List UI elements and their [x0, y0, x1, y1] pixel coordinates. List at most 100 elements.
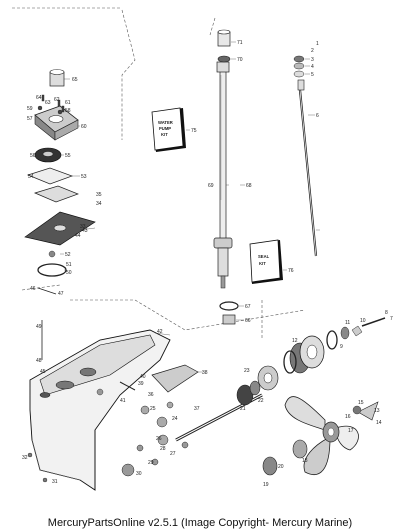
- base-oring[interactable]: [37, 250, 67, 277]
- callout-18: 18: [302, 458, 308, 464]
- callout-15: 15: [358, 400, 364, 406]
- callout-28: 28: [160, 446, 166, 452]
- oil-seal-70[interactable]: [217, 55, 231, 63]
- callout-26: 26: [156, 436, 162, 442]
- callout-37: 37: [194, 406, 200, 412]
- callout-3: 3: [311, 57, 314, 63]
- callout-46: 46: [30, 286, 36, 292]
- reverse-gear[interactable]: [257, 365, 279, 391]
- callout-11: 11: [345, 320, 350, 326]
- water-pump-base[interactable]: [24, 211, 96, 246]
- callout-1: 1: [316, 41, 319, 47]
- callout-19: 19: [263, 482, 269, 488]
- tab-washer-nut[interactable]: [340, 317, 386, 340]
- bearing-carrier[interactable]: [289, 335, 325, 374]
- carrier-oring[interactable]: [283, 330, 338, 374]
- callout-29: 29: [148, 460, 154, 466]
- pump-screws[interactable]: [37, 94, 65, 115]
- callout-50: 50: [66, 270, 72, 276]
- callout-63: 63: [45, 100, 51, 106]
- face-plate-gasket[interactable]: [26, 167, 79, 203]
- gear-housing[interactable]: [29, 329, 171, 491]
- callout-23: 23: [244, 368, 250, 374]
- callout-4: 4: [311, 64, 314, 70]
- callout-39: 39: [138, 381, 144, 387]
- water-pump-kit-label-2: PUMP: [159, 126, 171, 131]
- callout-61: 61: [65, 100, 71, 106]
- callout-71: 71: [237, 40, 243, 46]
- water-tube[interactable]: [96, 381, 136, 396]
- driveshaft-bushing[interactable]: [217, 29, 231, 47]
- callout-60: 60: [81, 124, 87, 130]
- callout-44: 44: [75, 233, 81, 239]
- callout-24: 24: [172, 416, 178, 422]
- callout-64: 64: [36, 95, 42, 101]
- callout-57: 57: [27, 116, 33, 122]
- callout-10: 10: [360, 318, 366, 324]
- callout-2: 2: [311, 48, 314, 54]
- callout-25: 25: [150, 406, 156, 412]
- callout-65: 65: [72, 77, 78, 83]
- seal-kit-box[interactable]: SEAL KIT: [249, 239, 283, 284]
- prop-thrust-hub[interactable]: [262, 439, 308, 476]
- seal-kit-label-2: KIT: [259, 261, 266, 266]
- callout-48: 48: [36, 358, 42, 364]
- callout-32: 32: [22, 455, 28, 461]
- callout-14: 14: [376, 420, 382, 426]
- water-pump-kit-label-3: KIT: [161, 132, 168, 137]
- callout-68: 68: [246, 183, 252, 189]
- shift-cam-parts[interactable]: [140, 401, 174, 446]
- callout-27: 27: [170, 451, 176, 457]
- callout-17: 17: [348, 428, 354, 434]
- callout-58: 58: [65, 108, 71, 114]
- callout-22: 22: [258, 398, 264, 404]
- callout-16: 16: [345, 414, 351, 420]
- propeller[interactable]: [284, 396, 359, 475]
- callout-38: 38: [202, 370, 208, 376]
- callout-20: 20: [278, 464, 284, 470]
- callout-12: 12: [292, 338, 298, 344]
- callout-9: 9: [340, 344, 343, 350]
- callout-66: 66: [245, 318, 251, 324]
- callout-75: 75: [191, 128, 197, 134]
- water-pump-body[interactable]: [34, 105, 79, 141]
- shift-shaft-hardware[interactable]: [293, 55, 305, 78]
- forward-gear[interactable]: [236, 380, 261, 406]
- callout-55: 55: [65, 153, 71, 159]
- callout-51: 51: [66, 262, 72, 268]
- water-tube-coupling[interactable]: [49, 69, 65, 87]
- seal-kit-label-1: SEAL: [258, 254, 270, 259]
- callout-70: 70: [237, 57, 243, 63]
- impeller[interactable]: [34, 147, 62, 163]
- callout-33: 33: [80, 224, 86, 230]
- shift-rod-link[interactable]: [37, 287, 57, 360]
- trim-tab[interactable]: [151, 364, 199, 393]
- callout-36: 36: [148, 392, 154, 398]
- leader-lines: [60, 41, 320, 373]
- dashed-separators: [12, 7, 306, 340]
- callout-59: 59: [27, 106, 33, 112]
- bearing-67[interactable]: [219, 301, 239, 311]
- callout-13: 13: [374, 408, 380, 414]
- cup-66[interactable]: [222, 314, 236, 325]
- callout-41: 41: [120, 398, 126, 404]
- prop-nut[interactable]: [352, 401, 379, 421]
- callout-69: 69: [208, 183, 214, 189]
- lower-small-parts[interactable]: [121, 441, 189, 477]
- callout-45: 45: [40, 369, 46, 375]
- callout-6: 6: [316, 113, 319, 119]
- callout-49: 49: [36, 324, 42, 330]
- driveshaft[interactable]: [213, 61, 233, 289]
- callout-76: 76: [288, 268, 294, 274]
- callout-43: 43: [82, 228, 88, 234]
- callout-62: 62: [54, 97, 60, 103]
- drain-screws[interactable]: [27, 452, 48, 483]
- callout-34: 34: [96, 201, 102, 207]
- callout-7: 7: [390, 316, 393, 322]
- callout-42: 42: [157, 329, 163, 335]
- water-pump-kit-box[interactable]: WATER PUMP KIT: [151, 107, 186, 152]
- callout-67: 67: [245, 304, 251, 310]
- callout-numbers: 71 70 69 68 67 66 75 76 1 2 3 4 5 6 65 6…: [22, 40, 393, 488]
- shift-shaft[interactable]: [297, 79, 318, 257]
